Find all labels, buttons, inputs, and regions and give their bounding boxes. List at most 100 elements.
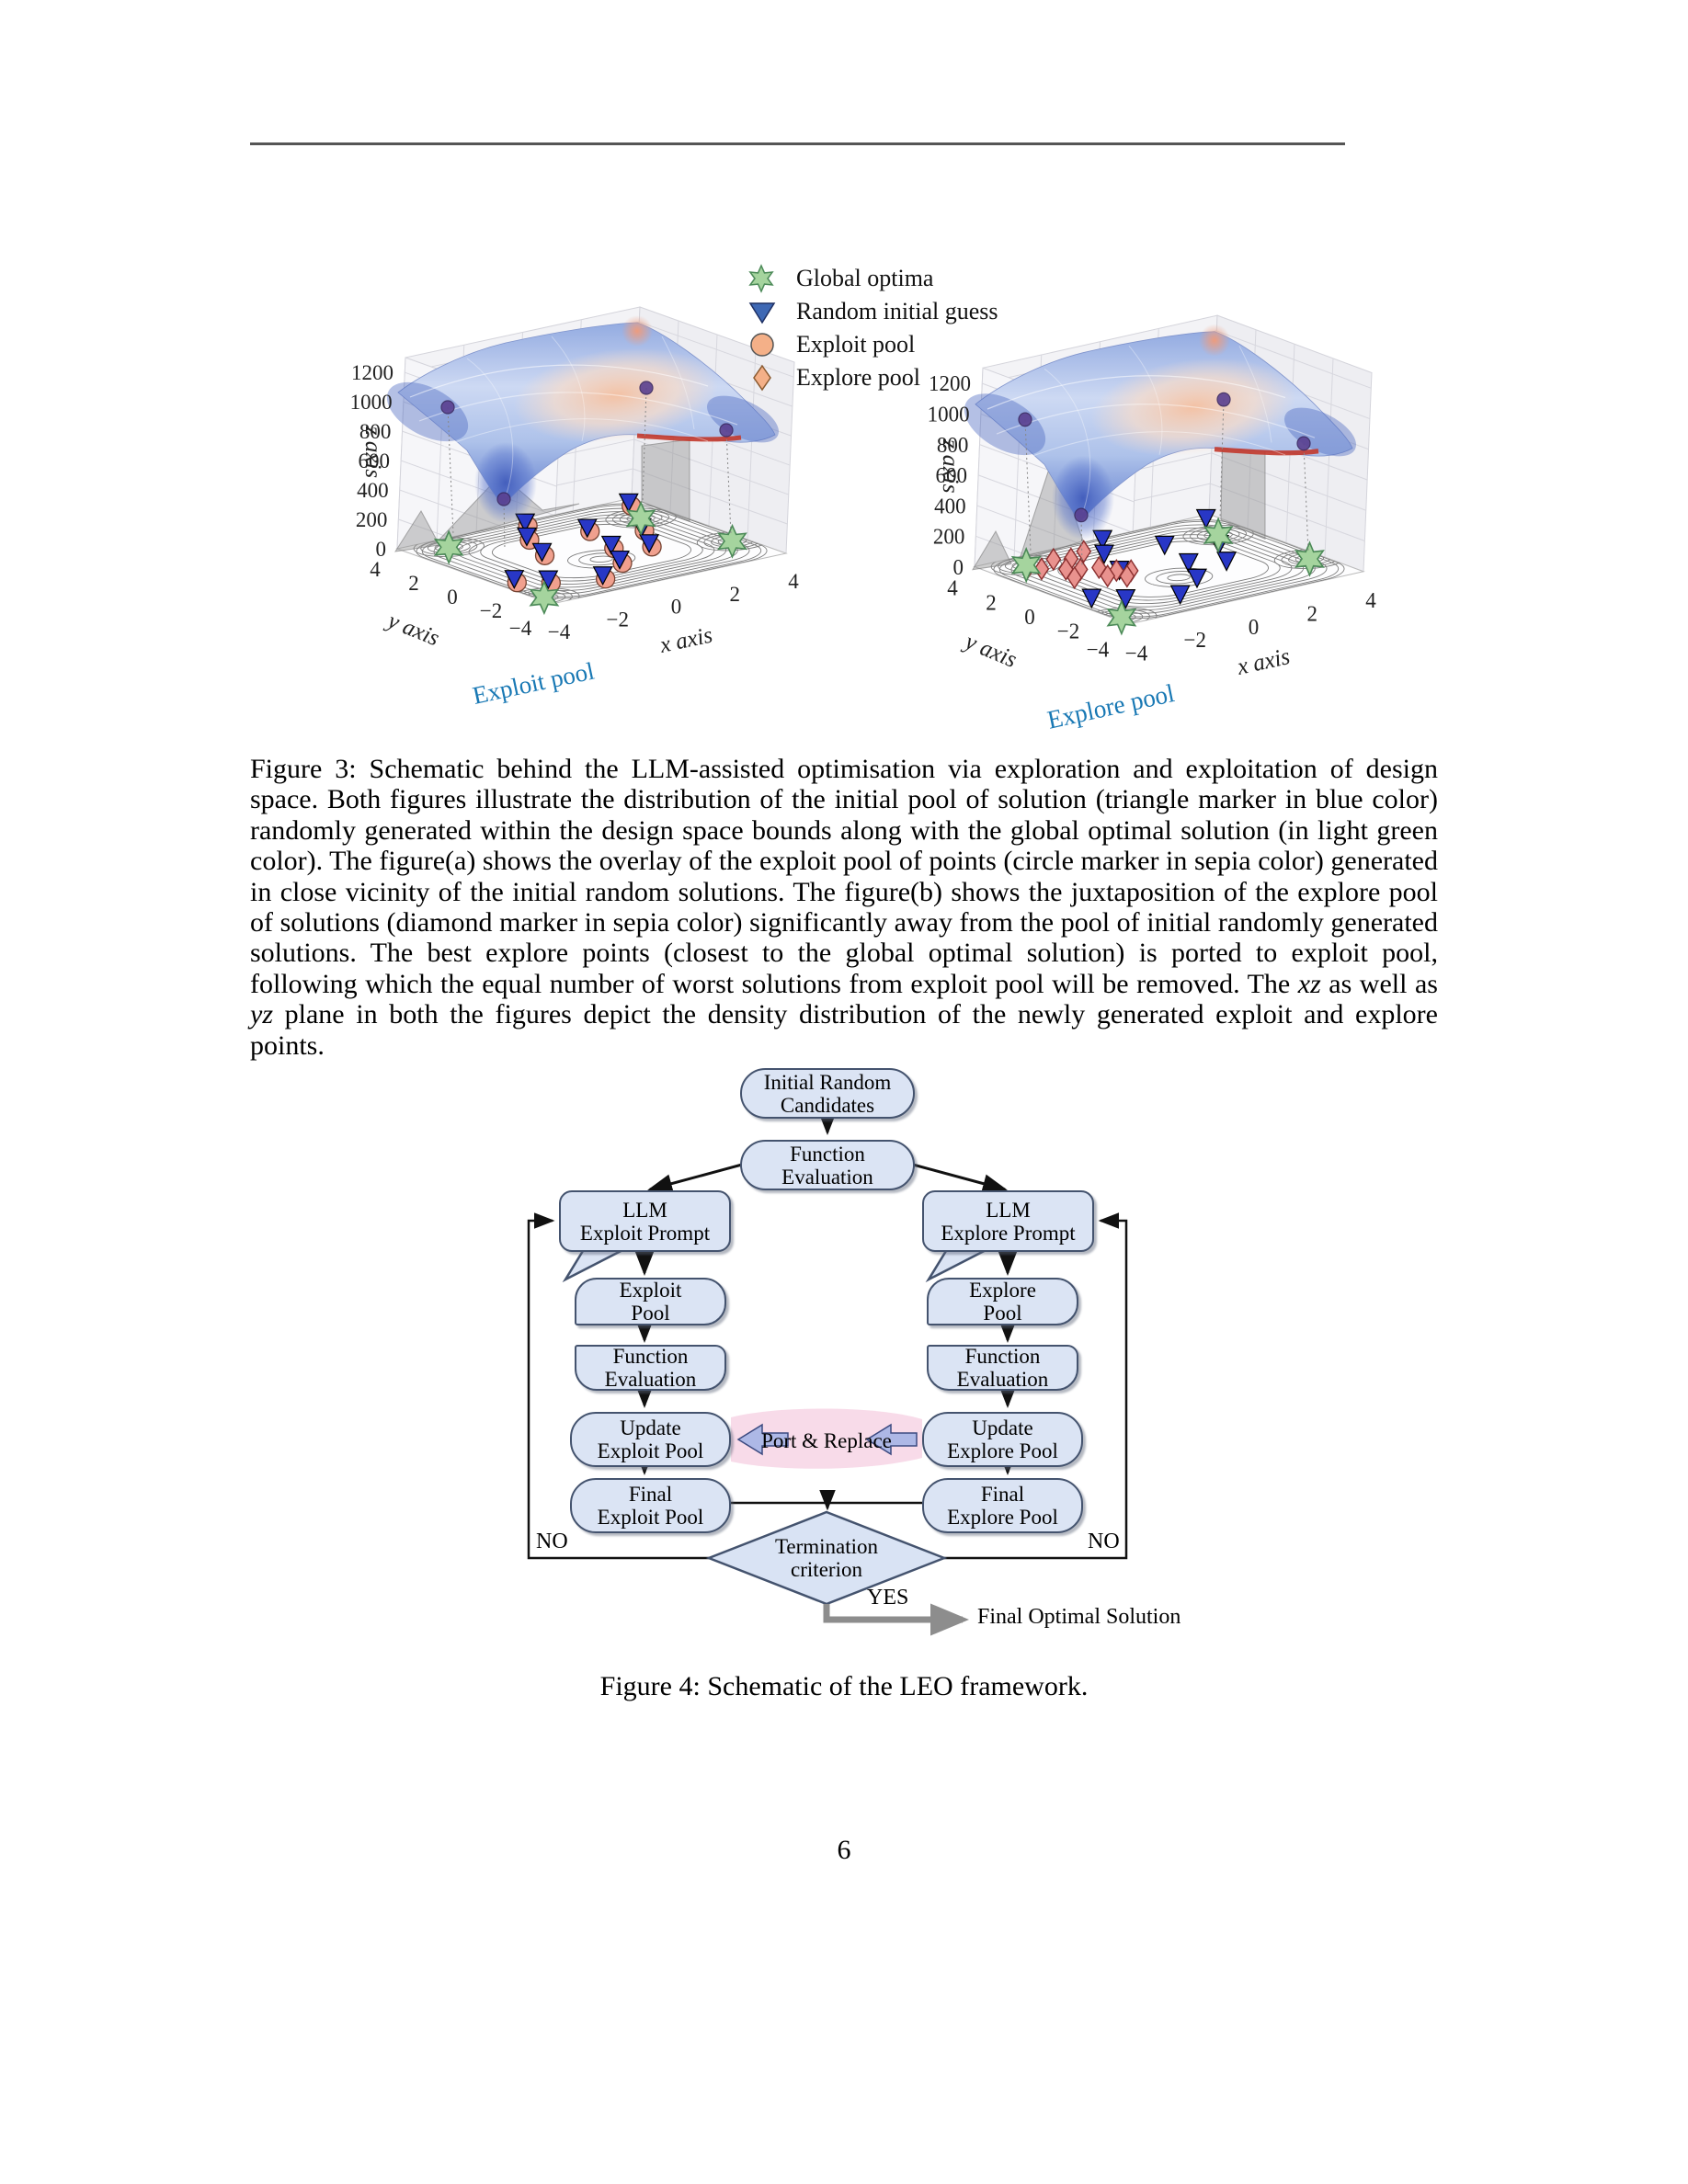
- legend-item-global-optima: Global optima: [747, 263, 998, 293]
- node-function-evaluation-left: Function Evaluation: [575, 1345, 726, 1391]
- page-number: 6: [837, 1835, 851, 1865]
- pool-label: Exploit pool: [470, 657, 597, 710]
- node-update-explore-pool: Update Explore Pool: [922, 1412, 1083, 1467]
- node-initial-random-candidates: Initial Random Candidates: [740, 1068, 915, 1119]
- svg-text:800: 800: [937, 433, 968, 458]
- svg-text:0: 0: [447, 586, 458, 609]
- svg-text:2: 2: [1306, 602, 1317, 627]
- floor-markers: [433, 493, 747, 616]
- initial-guess-marker: [1093, 544, 1114, 565]
- initial-guess-marker: [1178, 552, 1199, 574]
- termination-criterion-label: Termination criterion: [774, 1535, 879, 1581]
- initial-guess-marker: [1081, 588, 1102, 609]
- flowchart-connectors: [527, 1110, 1128, 1636]
- svg-text:4: 4: [1365, 589, 1376, 614]
- floor-markers: [1010, 508, 1325, 636]
- star-icon: [748, 263, 774, 293]
- svg-text:2: 2: [408, 572, 419, 595]
- svg-text:4: 4: [788, 570, 799, 593]
- svg-text:200: 200: [356, 508, 388, 531]
- plot-legend: Global optima Random initial guess Explo…: [747, 263, 998, 392]
- node-final-explore-pool: Final Explore Pool: [922, 1478, 1083, 1533]
- initial-guess-marker: [538, 570, 559, 590]
- svg-text:Explore pool: Explore pool: [1044, 678, 1177, 734]
- svg-text:0: 0: [376, 538, 387, 561]
- svg-text:400: 400: [934, 495, 965, 519]
- svg-text:Exploit pool: Exploit pool: [470, 657, 597, 710]
- node-function-evaluation-top: Function Evaluation: [740, 1140, 915, 1190]
- arrow-diag-left: [647, 1163, 743, 1193]
- global-optima-star: [1106, 599, 1137, 636]
- svg-text:1200: 1200: [929, 372, 971, 397]
- svg-text:800: 800: [359, 420, 392, 443]
- initial-guess-marker: [618, 493, 639, 513]
- legend-item-random-initial-guess: Random initial guess: [747, 296, 998, 326]
- explore-pool-marker: [1045, 547, 1062, 572]
- initial-guess-marker: [1195, 508, 1216, 529]
- svg-text:−2: −2: [1184, 629, 1206, 654]
- svg-text:0: 0: [671, 596, 682, 619]
- surface-sample-dot: [496, 492, 511, 506]
- initial-guess-marker: [516, 527, 537, 547]
- initial-guess-marker: [1186, 568, 1207, 589]
- global-optima-star: [1010, 547, 1042, 584]
- svg-text:2: 2: [986, 591, 997, 616]
- initial-guess-marker: [504, 570, 525, 589]
- surface-sample-dot: [639, 381, 654, 395]
- node-explore-pool: Explore Pool: [927, 1278, 1078, 1325]
- global-optima-star: [529, 580, 560, 616]
- svg-text:600: 600: [359, 449, 391, 472]
- figure4-caption: Figure 4: Schematic of the LEO framework…: [599, 1671, 1089, 1701]
- node-update-exploit-pool: Update Exploit Pool: [570, 1412, 731, 1467]
- initial-guess-marker: [531, 542, 553, 563]
- explore-pool-marker: [1100, 563, 1116, 588]
- legend-label: Global optima: [796, 264, 934, 291]
- surface-sample-dot: [719, 423, 734, 438]
- initial-guess-marker: [1115, 589, 1136, 609]
- initial-guess-marker: [1216, 552, 1237, 572]
- diamond-icon: [753, 364, 771, 391]
- initial-guess-marker: [1154, 535, 1175, 556]
- caption-text: as well as: [1320, 968, 1438, 999]
- no-label-left: NO: [536, 1530, 568, 1553]
- surface-sample-dot: [1296, 436, 1311, 451]
- svg-text:y axis: y axis: [382, 608, 442, 652]
- surface-sample-dot: [1018, 412, 1032, 427]
- explore-pool-marker: [1119, 564, 1135, 588]
- svg-text:1200: 1200: [351, 361, 393, 384]
- svg-text:x axis: x axis: [656, 622, 714, 658]
- global-optima-star: [716, 523, 747, 559]
- initial-guess-marker: [600, 535, 622, 555]
- svg-text:x axis: x axis: [1234, 643, 1292, 681]
- arrow-diag-right: [912, 1163, 1008, 1193]
- svg-text:−4: −4: [509, 617, 532, 640]
- legend-label: Random initial guess: [796, 297, 998, 324]
- surface-sample-dot: [1216, 392, 1231, 407]
- svg-text:0: 0: [1024, 606, 1035, 631]
- svg-text:4: 4: [947, 576, 958, 601]
- figure3-caption: Figure 3: Schematic behind the LLM-assis…: [250, 754, 1438, 1061]
- legend-item-exploit-pool: Exploit pool: [747, 329, 998, 359]
- no-loop-right: [942, 1212, 1128, 1560]
- initial-guess-marker: [609, 550, 630, 570]
- caption-text: plane in both the figures depict the den…: [250, 999, 1438, 1061]
- svg-text:200: 200: [933, 525, 964, 550]
- svg-text:z axis: z axis: [938, 438, 964, 494]
- global-optima-star: [433, 529, 464, 565]
- legend-label: Exploit pool: [796, 330, 916, 358]
- svg-text:−2: −2: [480, 599, 502, 622]
- svg-text:600: 600: [936, 464, 967, 489]
- port-replace-band: [731, 1408, 922, 1469]
- initial-guess-marker: [1169, 585, 1191, 606]
- node-function-evaluation-right: Function Evaluation: [927, 1345, 1078, 1391]
- svg-text:4: 4: [370, 558, 381, 581]
- no-label-right: NO: [1088, 1530, 1120, 1553]
- legend-item-explore-pool: Explore pool: [747, 362, 998, 392]
- svg-text:z axis: z axis: [360, 426, 385, 478]
- no-loop-left: [527, 1212, 711, 1560]
- caption-math-yz: yz: [250, 999, 273, 1030]
